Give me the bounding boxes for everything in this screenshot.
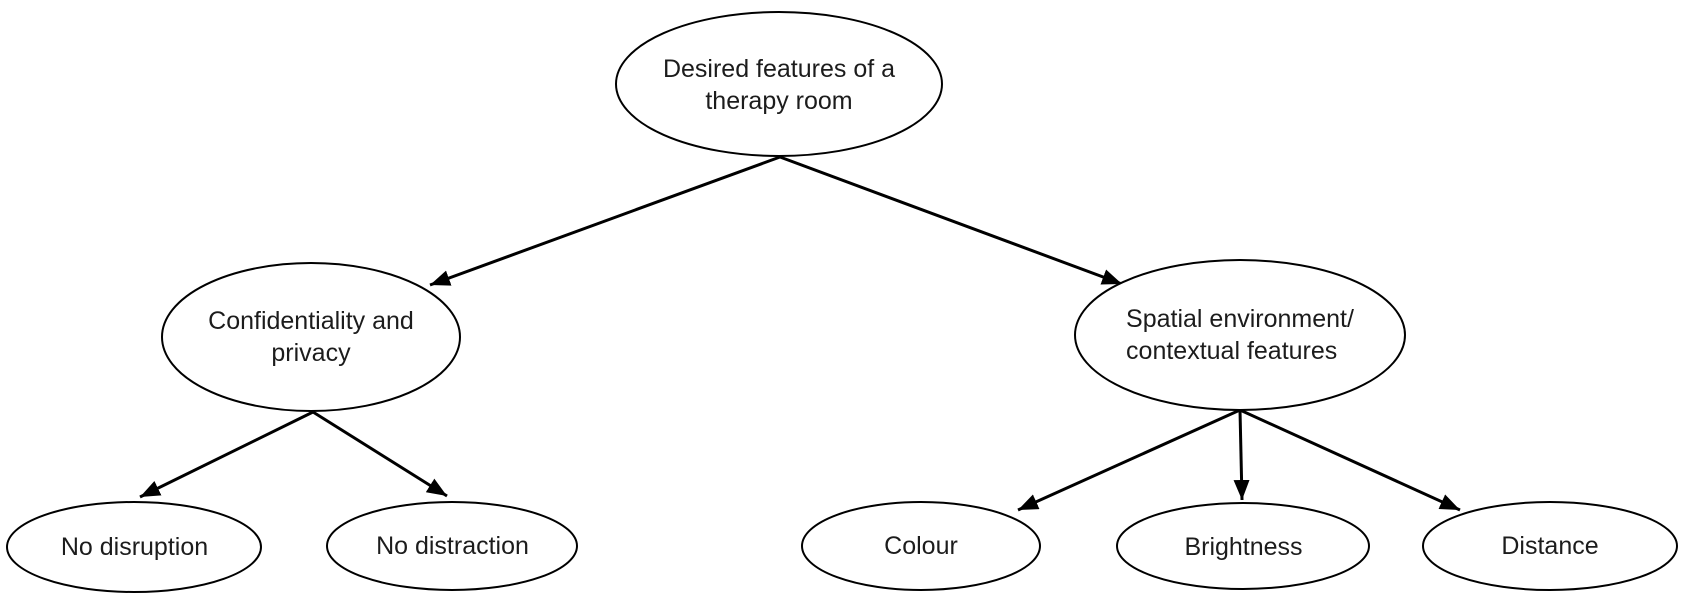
- node-no-disruption-ellipse: [6, 501, 262, 593]
- edge-root-confidentiality: [429, 155, 781, 287]
- node-confidentiality-ellipse: [161, 262, 461, 412]
- edge-confidentiality-no-distraction: [312, 410, 448, 498]
- node-brightness-ellipse: [1116, 502, 1370, 590]
- edge-spatial-brightness: [1233, 409, 1250, 501]
- edge-spatial-distance: [1239, 408, 1461, 512]
- edge-confidentiality-no-disruption: [139, 410, 314, 499]
- edge-spatial-colour: [1017, 408, 1241, 512]
- node-no-distraction-ellipse: [326, 501, 578, 591]
- node-distance-ellipse: [1422, 501, 1678, 591]
- node-colour-ellipse: [801, 501, 1041, 591]
- node-spatial-ellipse: [1074, 259, 1406, 411]
- edge-root-spatial: [779, 155, 1123, 286]
- node-root-ellipse: [615, 11, 943, 157]
